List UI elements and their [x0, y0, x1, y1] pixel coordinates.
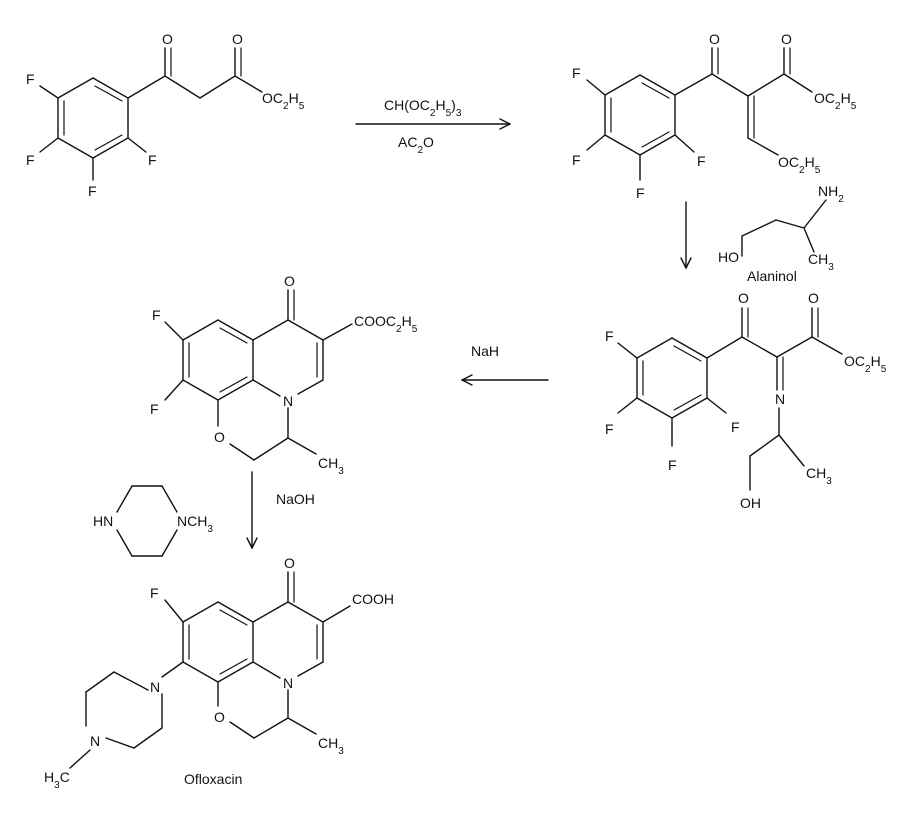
atom-o: O: [808, 290, 819, 306]
compound-1-ethyl-tetrafluorobenzoylacetate: F F F F O O OC2H5: [26, 31, 305, 199]
atom-f: F: [668, 457, 677, 473]
reagent-acetic-anhydride: AC2O: [398, 134, 434, 156]
group-ho: HO: [718, 249, 739, 265]
atom-f: F: [88, 183, 97, 199]
group-ch3: CH3: [808, 251, 834, 273]
reaction-arrow-4: NaOH: [246, 471, 315, 549]
compound-2-ethoxymethylene-ketoester: F F F F O O OC2H5 OC2H5: [572, 31, 857, 201]
atom-f: F: [152, 307, 161, 323]
reaction-arrow-3: NaH: [461, 343, 549, 386]
atom-o: O: [781, 31, 792, 47]
group-nch3: NCH3: [177, 513, 213, 535]
atom-o: O: [162, 31, 173, 47]
compound-5-ofloxacin: F O COOH N O CH3 N N H3C Ofloxacin: [44, 555, 394, 791]
atom-f: F: [26, 71, 35, 87]
atom-o: O: [214, 709, 225, 725]
atom-n: N: [150, 679, 160, 695]
group-hn: HN: [93, 513, 113, 529]
atom-f: F: [636, 185, 645, 201]
atom-o: O: [284, 555, 295, 571]
atom-f: F: [605, 328, 614, 344]
atom-f: F: [572, 152, 581, 168]
atom-n: N: [90, 733, 100, 749]
atom-f: F: [150, 401, 159, 417]
atom-n: N: [283, 675, 293, 691]
group-ch3: CH3: [318, 455, 344, 477]
reagent-sodium-hydride: NaH: [471, 343, 499, 359]
group-ch3: CH3: [806, 465, 832, 487]
group-nh2: NH2: [818, 183, 844, 205]
reagent-label-alaninol: Alaninol: [747, 268, 797, 284]
reagent-alaninol: HO NH2 CH3 Alaninol: [718, 183, 844, 284]
atom-o: O: [738, 290, 749, 306]
atom-o: O: [232, 31, 243, 47]
atom-n: N: [283, 393, 293, 409]
atom-f: F: [731, 419, 740, 435]
compound-label-ofloxacin: Ofloxacin: [184, 771, 242, 787]
compound-4-tricyclic-ester: F F O COOC2H5 N O CH3: [150, 273, 418, 477]
atom-f: F: [697, 153, 706, 169]
group-ch3: CH3: [318, 735, 344, 757]
group-oc2h5: OC2H5: [844, 353, 887, 375]
atom-o: O: [709, 31, 720, 47]
reagent-sodium-hydroxide: NaOH: [276, 491, 315, 507]
group-oc2h5: OC2H5: [778, 154, 821, 176]
atom-o: O: [214, 429, 225, 445]
atom-f: F: [150, 585, 159, 601]
group-oc2h5: OC2H5: [814, 90, 857, 112]
group-oc2h5: OC2H5: [262, 90, 305, 112]
reaction-arrow-1: CH(OC2H5)3 AC2O: [355, 97, 511, 156]
atom-o: O: [284, 273, 295, 289]
reaction-arrow-2: [680, 201, 692, 269]
atom-n: N: [775, 391, 785, 407]
group-cooh: COOH: [352, 591, 394, 607]
compound-3-enamine-intermediate: F F F F O O OC2H5 N CH3 OH: [605, 290, 887, 511]
reagent-triethyl-orthoformate: CH(OC2H5)3: [384, 97, 462, 119]
group-oh: OH: [740, 495, 761, 511]
atom-f: F: [148, 152, 157, 168]
group-h3c: H3C: [44, 769, 70, 791]
atom-f: F: [605, 421, 614, 437]
reagent-n-methylpiperazine: HN NCH3: [93, 485, 213, 557]
group-cooc2h5: COOC2H5: [354, 313, 418, 335]
atom-f: F: [26, 152, 35, 168]
atom-f: F: [572, 65, 581, 81]
